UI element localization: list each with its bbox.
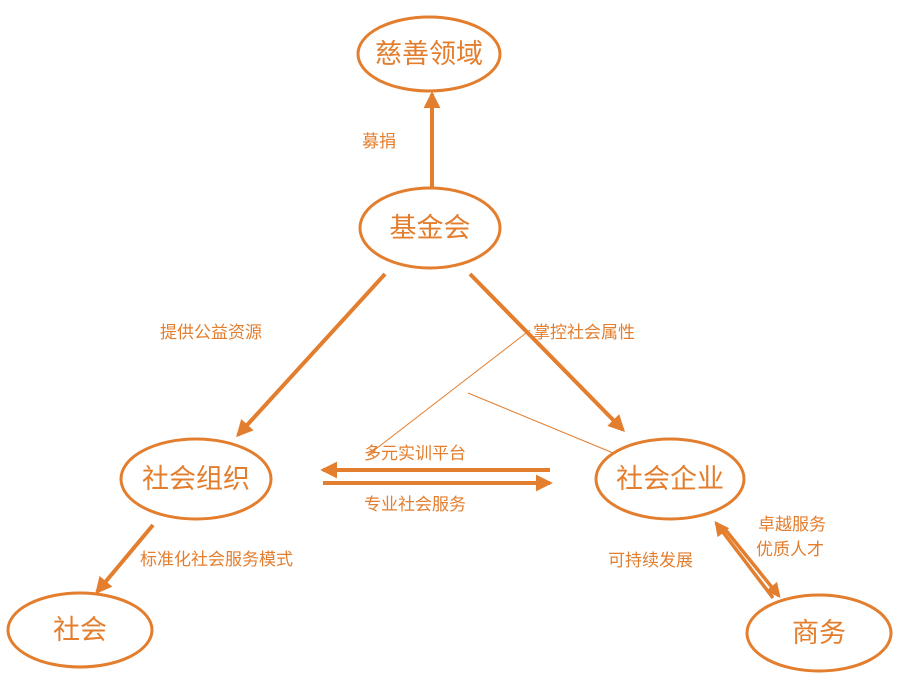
node-social-org-label: 社会组织 [142, 464, 250, 495]
node-charity-label: 慈善领域 [375, 39, 483, 70]
thin-line-left [367, 329, 531, 456]
label-professional-services: 专业社会服务 [364, 495, 466, 515]
node-social-enterprise: 社会企业 [594, 437, 746, 521]
node-business-ellipse [745, 593, 893, 673]
node-business: 商务 [745, 593, 893, 673]
node-foundation-ellipse [358, 186, 502, 270]
node-business-label: 商务 [792, 618, 846, 649]
node-foundation: 基金会 [358, 186, 502, 270]
label-control-attributes: 掌控社会属性 [533, 323, 635, 343]
node-charity: 慈善领域 [356, 15, 502, 93]
node-charity-ellipse [356, 15, 502, 93]
node-social-org: 社会组织 [119, 437, 273, 521]
node-foundation-label: 基金会 [390, 213, 471, 244]
arrow-provide-resources [236, 272, 387, 438]
node-social-enterprise-label: 社会企业 [616, 464, 724, 495]
label-quality-talent: 优质人才 [756, 540, 824, 560]
label-excellent-service: 卓越服务 [758, 515, 826, 535]
node-social-enterprise-ellipse [594, 437, 746, 521]
node-society-ellipse [6, 591, 154, 669]
label-training-platform: 多元实训平台 [364, 444, 466, 464]
label-fundraising: 募捐 [362, 132, 396, 152]
label-provide-resources: 提供公益资源 [160, 323, 262, 343]
arrow-control-attributes [468, 272, 625, 432]
label-service-model: 标准化社会服务模式 [140, 550, 293, 570]
arrow-service-model [95, 523, 155, 595]
thin-line-right [467, 392, 619, 456]
node-society: 社会 [6, 591, 154, 669]
node-social-org-ellipse [119, 437, 273, 521]
arrow-to-business [722, 526, 781, 598]
label-sustainable-development: 可持续发展 [608, 551, 693, 571]
arrow-to-social-enterprise [714, 521, 775, 600]
node-society-label: 社会 [53, 615, 107, 646]
